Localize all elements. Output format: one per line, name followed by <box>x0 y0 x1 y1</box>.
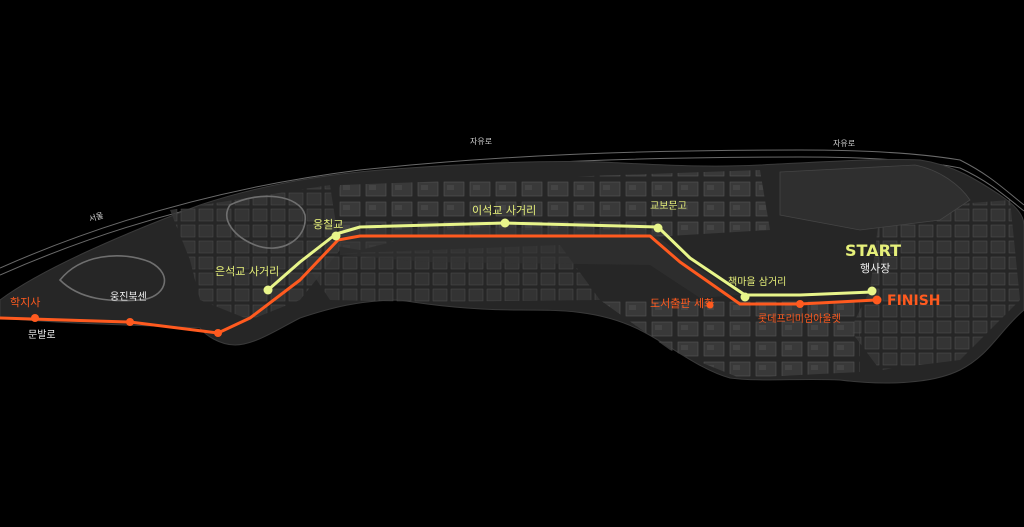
event-plaza <box>779 164 971 231</box>
canal <box>340 227 740 298</box>
dot-chaekmaeul <box>740 292 750 302</box>
dot-lotte <box>796 300 804 308</box>
start-label: START <box>845 241 901 260</box>
label-kyobo: 교보문고 <box>650 200 687 212</box>
building-blocks-south <box>600 300 860 378</box>
finish-label: FINISH <box>887 293 941 309</box>
road-label-west: 서울 <box>88 211 105 224</box>
label-munbal: 문발로 <box>28 329 56 341</box>
label-ungjilgyo: 웅칠교 <box>313 218 343 231</box>
dot-eunseokgyo <box>263 285 273 295</box>
road-label-top-a: 자유로 <box>470 137 492 146</box>
dot-haksa <box>31 314 39 322</box>
dot-start <box>867 286 877 296</box>
building-blocks-east <box>850 200 1020 370</box>
park-paths <box>58 195 306 302</box>
road-label-top-b: 자유로 <box>833 139 855 148</box>
building-blocks-west <box>170 185 340 320</box>
dot-ungjilgyo <box>331 231 341 241</box>
station-dots <box>31 218 882 337</box>
label-ungjin: 웅진북센 <box>110 291 147 303</box>
event-site-label: 행사장 <box>860 262 890 275</box>
dot-turn <box>214 329 222 337</box>
route-return <box>267 221 873 297</box>
dot-finish <box>872 295 882 305</box>
dot-ungjin <box>126 318 134 326</box>
label-lotte: 롯데프리미엄아울렛 <box>758 313 841 325</box>
label-eunseokgyo: 은석교 사거리 <box>215 265 279 278</box>
dot-iseokgyo <box>500 218 510 228</box>
label-chaekmaeul: 책마을 삼거리 <box>728 276 786 288</box>
dot-doseo <box>706 301 714 309</box>
label-iseokgyo: 이석교 사거리 <box>472 204 536 217</box>
label-haksa: 학지사 <box>10 296 40 309</box>
dot-kyobo <box>653 223 663 233</box>
label-doseo: 도서출판 세화 <box>650 297 714 310</box>
